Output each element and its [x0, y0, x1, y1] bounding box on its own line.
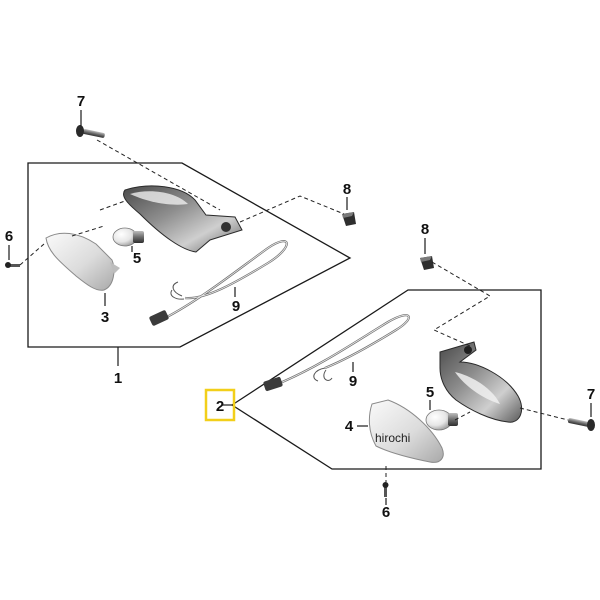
- wire-harness-9-left: [149, 240, 288, 326]
- assembly-1-frame: [27, 162, 352, 348]
- bulb-5-left: [112, 227, 144, 247]
- screw-7-left: [76, 125, 105, 138]
- indicator-lens-left: [45, 232, 120, 291]
- assembly-1-group: 7 6 8 5 3 9 1: [5, 93, 356, 387]
- assembly-2-group: hirochi 8 7 5 9 4: [204, 221, 595, 521]
- bulb-5-right: [425, 409, 458, 431]
- callout-4: 4: [345, 418, 354, 435]
- callout-1: 1: [114, 370, 122, 387]
- callout-2-highlight: [204, 388, 236, 422]
- callout-7-right: 7: [587, 386, 595, 403]
- indicator-housing-left: [123, 185, 243, 253]
- callout-5-left: 5: [133, 250, 141, 267]
- callout-8-left: 8: [343, 181, 351, 198]
- callout-7-left: 7: [77, 93, 85, 110]
- callout-5-right: 5: [426, 384, 434, 401]
- watermark-text: hirochi: [375, 431, 410, 445]
- wire-harness-9-right: [263, 314, 410, 392]
- callout-6-right: 6: [382, 504, 390, 521]
- callout-3: 3: [101, 309, 109, 326]
- callout-6-left: 6: [5, 228, 13, 245]
- callout-9-left: 9: [232, 298, 240, 315]
- indicator-lens-right: hirochi: [368, 399, 444, 463]
- screw-7-right: [567, 418, 595, 431]
- callout-8-right: 8: [421, 221, 429, 238]
- nut-8-right: [420, 256, 434, 270]
- assembly-2-frame: [230, 289, 542, 470]
- nut-8-left: [342, 212, 356, 226]
- callout-9-right: 9: [349, 373, 357, 390]
- callout-2: 2: [216, 398, 224, 415]
- indicator-housing-right: [439, 341, 523, 423]
- screw-6-left: [5, 262, 20, 268]
- screw-6-right: [382, 482, 389, 497]
